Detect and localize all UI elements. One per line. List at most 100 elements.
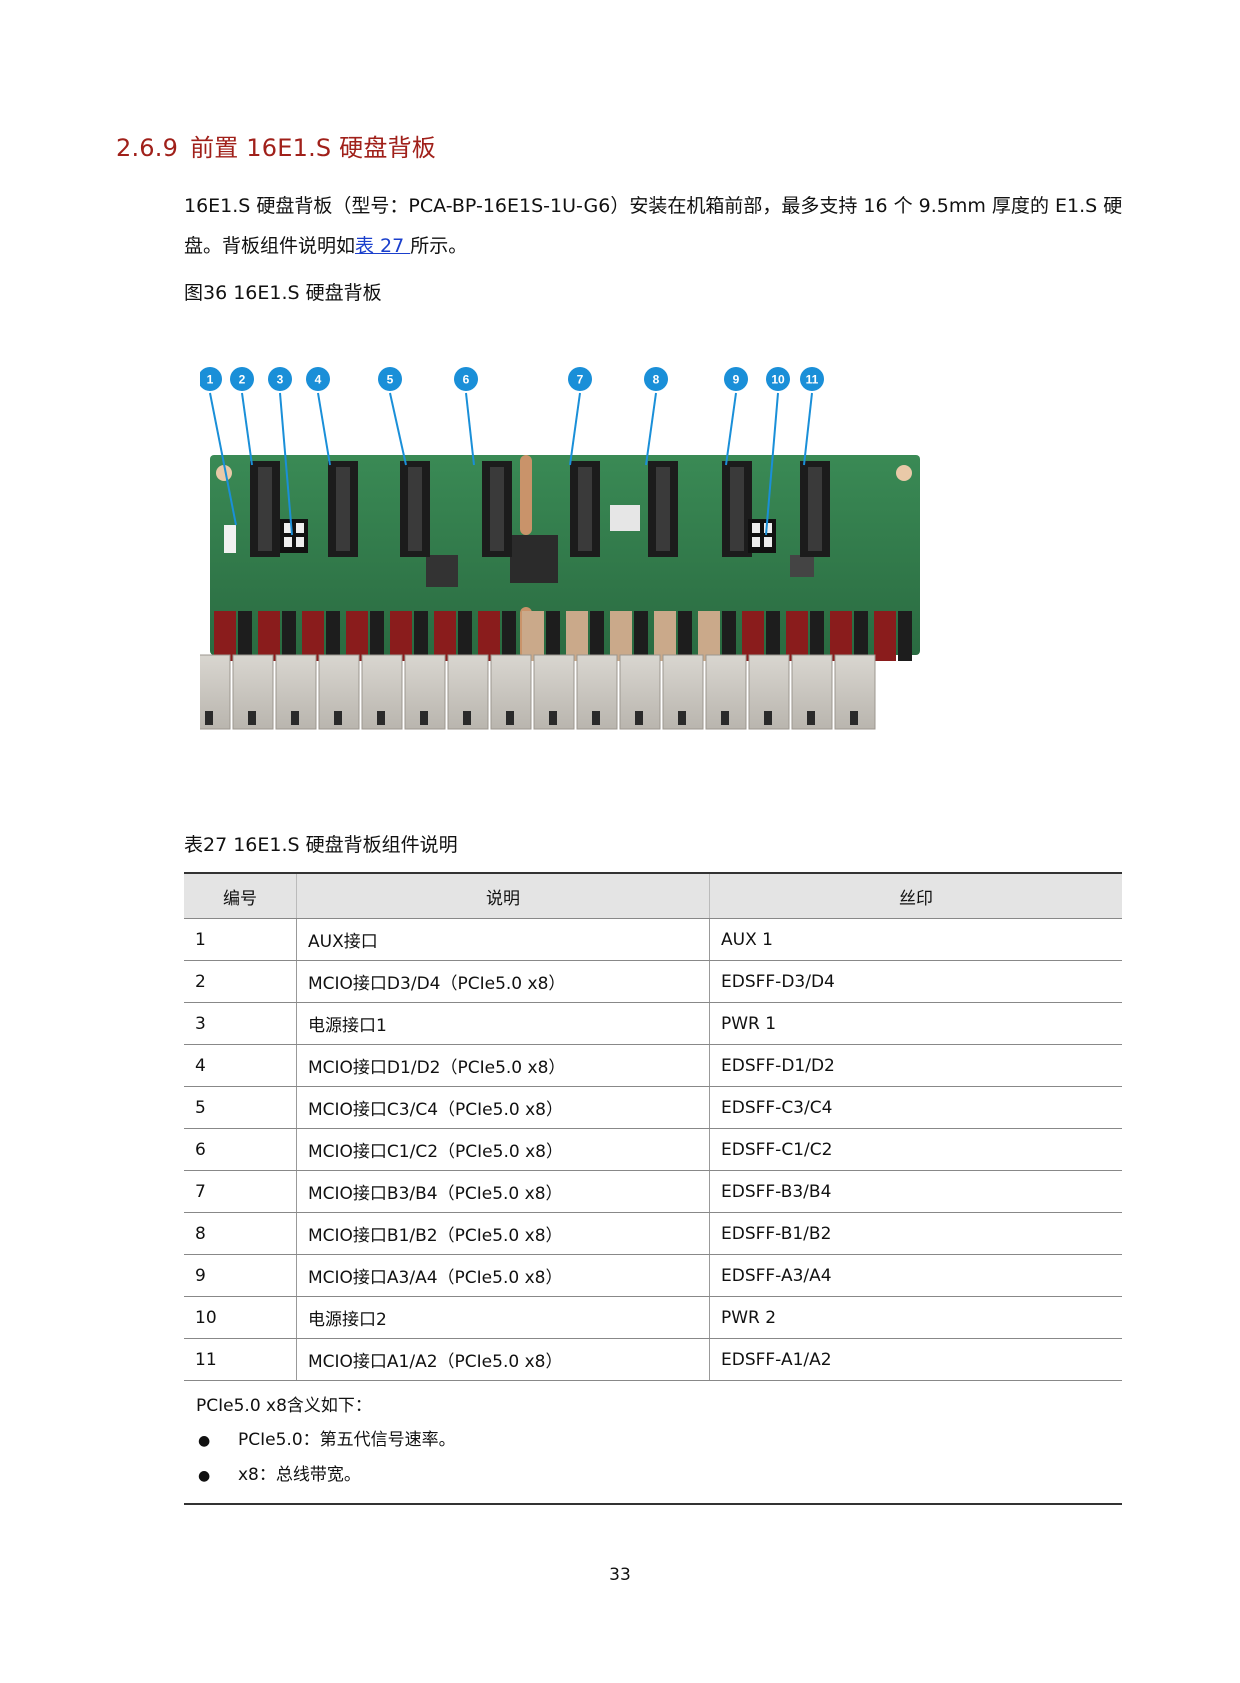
cell-description: MCIO接口B3/B4（PCIe5.0 x8）	[296, 1170, 710, 1213]
drive-socket	[214, 611, 252, 661]
table-27-link[interactable]: 表 27	[355, 235, 411, 257]
table-header-row: 编号 说明 丝印	[184, 872, 1122, 919]
drive-bay	[275, 654, 317, 730]
drive-bay	[232, 654, 274, 730]
mcio-connector	[400, 461, 430, 557]
drive-socket	[522, 611, 560, 661]
callout-leader	[389, 392, 407, 466]
mcio-connector	[482, 461, 512, 557]
callout-2: 2	[230, 367, 254, 391]
drive-bay	[619, 654, 661, 730]
drive-bay	[361, 654, 403, 730]
drive-bay	[705, 654, 747, 730]
svg-text:1: 1	[207, 373, 214, 387]
table-note: PCIe5.0 x8含义如下： ●PCIe5.0：第五代信号速率。 ●x8：总线…	[184, 1380, 1122, 1505]
drive-bay	[576, 654, 618, 730]
svg-text:7: 7	[577, 373, 584, 387]
callout-7: 7	[568, 367, 592, 391]
callout-leader-lines	[209, 392, 813, 536]
cell-silkscreen: PWR 2	[709, 1296, 1122, 1339]
cell-description: 电源接口1	[296, 1002, 710, 1045]
cell-description: MCIO接口C3/C4（PCIe5.0 x8）	[296, 1086, 710, 1129]
cell-silkscreen: EDSFF-A3/A4	[709, 1254, 1122, 1297]
header-silkscreen: 丝印	[709, 872, 1122, 919]
drive-bay-cages	[200, 654, 876, 730]
svg-text:10: 10	[771, 373, 785, 387]
bullet-icon: ●	[198, 1433, 211, 1449]
section-title: 前置 16E1.S 硬盘背板	[190, 134, 436, 162]
figure-caption: 图36 16E1.S 硬盘背板	[184, 282, 382, 304]
drive-socket	[302, 611, 340, 661]
svg-text:11: 11	[806, 373, 819, 387]
cell-silkscreen: EDSFF-D1/D2	[709, 1044, 1122, 1087]
cell-number: 2	[184, 960, 297, 1003]
callout-5: 5	[378, 367, 402, 391]
callout-6: 6	[454, 367, 478, 391]
header-number: 编号	[184, 872, 297, 919]
cell-silkscreen: EDSFF-C3/C4	[709, 1086, 1122, 1129]
cell-silkscreen: EDSFF-B1/B2	[709, 1212, 1122, 1255]
cell-number: 3	[184, 1002, 297, 1045]
section-heading: 2.6.9 前置 16E1.S 硬盘背板	[116, 128, 436, 163]
mcio-connectors	[250, 461, 830, 557]
mcio-connector	[648, 461, 678, 557]
callout-3: 3	[268, 367, 292, 391]
cell-number: 11	[184, 1338, 297, 1381]
cell-silkscreen: EDSFF-C1/C2	[709, 1128, 1122, 1171]
intro-text: 16E1.S 硬盘背板（型号：PCA-BP-16E1S-1U-G6）安装在机箱前…	[184, 195, 1123, 257]
drive-socket	[830, 611, 868, 661]
cell-silkscreen: EDSFF-B3/B4	[709, 1170, 1122, 1213]
cell-description: 电源接口2	[296, 1296, 710, 1339]
header-description: 说明	[296, 872, 710, 919]
callout-1: 1	[200, 367, 222, 391]
svg-text:2: 2	[239, 373, 246, 387]
cell-number: 8	[184, 1212, 297, 1255]
section-number: 2.6.9	[116, 134, 179, 162]
cell-description: MCIO接口A1/A2（PCIe5.0 x8）	[296, 1338, 710, 1381]
svg-text:6: 6	[463, 373, 470, 387]
backplane-photo: 1 2 3 4 5 6 7 8 9 10 11	[200, 367, 920, 730]
drive-socket	[654, 611, 692, 661]
drive-socket	[258, 611, 296, 661]
cell-description: MCIO接口B1/B2（PCIe5.0 x8）	[296, 1212, 710, 1255]
callout-4: 4	[306, 367, 330, 391]
cell-number: 5	[184, 1086, 297, 1129]
drive-socket	[874, 611, 912, 661]
callout-leader	[725, 392, 737, 466]
drive-bay	[791, 654, 833, 730]
note-intro: PCIe5.0 x8含义如下：	[196, 1396, 372, 1416]
svg-text:9: 9	[733, 373, 740, 387]
mcio-connector	[570, 461, 600, 557]
intro-text-end: 所示。	[410, 235, 468, 257]
bullet-text: x8：总线带宽。	[238, 1465, 361, 1485]
drive-sockets	[214, 611, 912, 661]
callout-markers: 1 2 3 4 5 6 7 8 9 10 11	[200, 367, 824, 391]
drive-bay	[533, 654, 575, 730]
callout-leader	[317, 392, 331, 466]
svg-text:8: 8	[653, 373, 660, 387]
mcio-connector	[800, 461, 830, 557]
callout-10: 10	[766, 367, 790, 391]
callout-leader	[765, 392, 779, 536]
drive-socket	[478, 611, 516, 661]
bullet-text: PCIe5.0：第五代信号速率。	[238, 1430, 456, 1450]
cell-number: 1	[184, 918, 297, 961]
callout-8: 8	[644, 367, 668, 391]
svg-text:5: 5	[387, 373, 394, 387]
page-number: 33	[609, 1565, 631, 1585]
callout-leader	[209, 392, 237, 526]
cell-description: AUX接口	[296, 918, 710, 961]
cell-number: 4	[184, 1044, 297, 1087]
cell-silkscreen: EDSFF-D3/D4	[709, 960, 1122, 1003]
table-note-row: PCIe5.0 x8含义如下： ●PCIe5.0：第五代信号速率。 ●x8：总线…	[184, 1380, 1122, 1505]
cell-number: 10	[184, 1296, 297, 1339]
cell-description: MCIO接口D1/D2（PCIe5.0 x8）	[296, 1044, 710, 1087]
drive-socket	[698, 611, 736, 661]
svg-text:3: 3	[277, 373, 284, 387]
